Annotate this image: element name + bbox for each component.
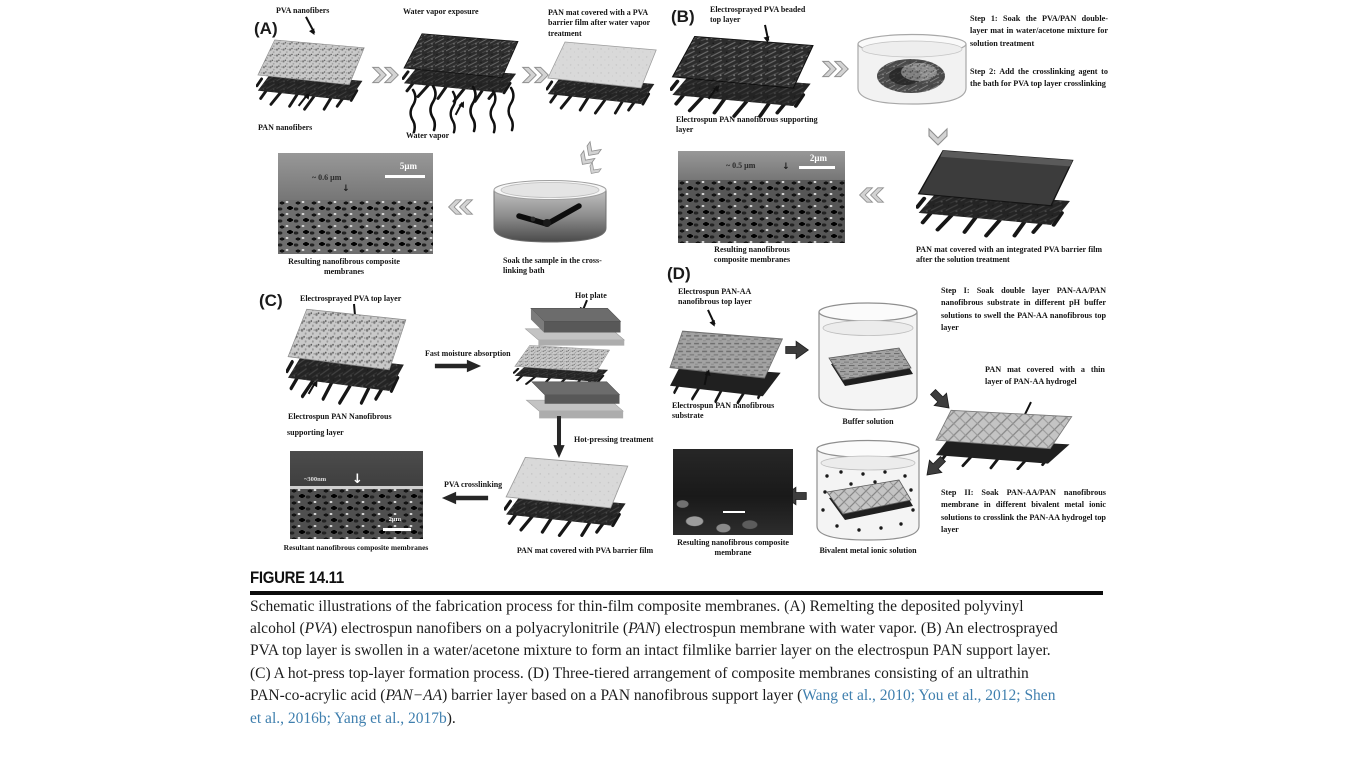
chevron-left-icon bbox=[447, 197, 474, 217]
caption-italic: PAN−AA bbox=[385, 687, 443, 705]
arrow-right-icon bbox=[434, 359, 482, 373]
nanofiber-mat-pva-top bbox=[286, 308, 407, 412]
chevron-right-icon bbox=[371, 64, 400, 86]
panel-d-step1-text: Step I: Soak double layer PAN-AA/PAN nan… bbox=[941, 286, 1106, 332]
caption-text: ) electrospun nanofibers on a polyacrylo… bbox=[331, 619, 629, 637]
panel-a-sem-caption: Resulting nanofibrous composite membrane… bbox=[288, 257, 400, 277]
leader-arrow bbox=[305, 16, 315, 34]
figure-number-label: FIGURE 14.11 bbox=[250, 568, 344, 588]
panel-c-bottom-label-1: Electrospun PAN Nanofibrous bbox=[288, 412, 392, 421]
caption-text: ) barrier layer based on a PAN nanofibro… bbox=[442, 687, 803, 705]
panel-b-step1-text: Step 1: Soak the PVA/PAN double-layer ma… bbox=[970, 14, 1108, 48]
panel-a-step-title: Water vapor exposure bbox=[403, 7, 479, 16]
sem-image-panel-a: ~ 0.6 μm ↓ 5μm bbox=[278, 153, 433, 254]
nanofiber-mat-pan-aa bbox=[670, 330, 784, 404]
sem-image-panel-b: ~ 0.5 μm ↓ 2μm bbox=[678, 151, 845, 243]
water-vapor-squiggles bbox=[409, 84, 515, 134]
panel-c-arrow2-label: Hot-pressing treatment bbox=[574, 435, 654, 444]
panel-a-tag: (A) bbox=[254, 19, 278, 38]
caption-divider-rule bbox=[250, 591, 1103, 595]
panel-c-hotplate-label: Hot plate bbox=[575, 291, 607, 300]
nanofiber-mat-pva-barrier bbox=[504, 456, 629, 543]
panel-a-pan-label: PAN nanofibers bbox=[258, 123, 313, 132]
figure-caption: Schematic illustrations of the fabricati… bbox=[250, 596, 1062, 730]
panel-b-step2-text: Step 2: Add the crosslinking agent to th… bbox=[970, 67, 1108, 89]
panel-a-pva-label: PVA nanofibers bbox=[276, 6, 330, 15]
arrow-down-icon bbox=[553, 416, 565, 458]
panel-b-tag: (B) bbox=[671, 7, 695, 26]
panel-c-mat3-caption: PAN mat covered with PVA barrier film bbox=[516, 546, 654, 555]
panel-d-top-label: Electrospun PAN-AA nanofibrous top layer bbox=[678, 287, 752, 307]
nanofiber-mat-pva-pan bbox=[256, 39, 365, 116]
panel-d-step2-text: Step II: Soak PAN-AA/PAN nanofibrous mem… bbox=[941, 488, 1106, 534]
leader-arrow bbox=[707, 309, 716, 325]
arrow-left-icon bbox=[441, 491, 489, 505]
panel-d-sem-caption: Resulting nanofibrous composite membrane bbox=[677, 538, 789, 558]
panel-b-top-label: Electrosprayed PVA beaded top layer bbox=[710, 5, 806, 25]
panel-d-hydrogel-label: PAN mat covered with a thin layer of PAN… bbox=[985, 365, 1105, 387]
panel-c-arrow3-label: PVA crosslinking bbox=[444, 480, 503, 489]
chevron-left-icon bbox=[858, 185, 885, 205]
panel-d-beaker1-caption: Buffer solution bbox=[842, 417, 894, 426]
panel-c-arrow1-label: Fast moisture absorption bbox=[425, 349, 511, 358]
crosslinking-bath bbox=[493, 180, 607, 243]
caption-text: ). bbox=[446, 709, 456, 727]
panel-c-tag: (C) bbox=[259, 291, 283, 310]
nanofiber-mat-pva-film bbox=[546, 41, 657, 120]
nanofiber-mat-water-vapor bbox=[402, 33, 519, 108]
bivalent-beaker bbox=[816, 439, 920, 541]
block-arrow-right-icon bbox=[785, 340, 809, 360]
hot-plate-top bbox=[524, 307, 626, 346]
panel-c-top-label: Electrosprayed PVA top layer bbox=[300, 294, 402, 303]
panel-b-sem-caption: Resulting nanofibrous composite membrane… bbox=[713, 245, 791, 265]
panel-a-result-title: PAN mat covered with a PVA barrier film … bbox=[548, 8, 651, 38]
chevron-down-icon bbox=[925, 127, 951, 147]
caption-text: ) electrospun membrane with water vapor.… bbox=[250, 619, 1058, 705]
sem-image-panel-d bbox=[673, 449, 793, 535]
panel-d-bottom-label: Electrospun PAN nanofibrous substrate bbox=[672, 401, 775, 421]
panel-a-water-vapor-label: Water vapor bbox=[406, 131, 450, 140]
sem-image-panel-c: ~300nm ↓ 2μm bbox=[290, 451, 423, 539]
nanofiber-mat-integrated-film bbox=[916, 150, 1074, 244]
panel-c-bottom-label-2: supporting layer bbox=[287, 428, 344, 437]
nanofiber-mat-pva-beaded bbox=[670, 36, 814, 124]
hot-plate-bottom bbox=[525, 381, 624, 419]
caption-italic: PVA bbox=[304, 619, 332, 637]
panel-b-bottom-label: Electrospun PAN nanofibrous supporting l… bbox=[676, 115, 818, 135]
panel-d-tag: (D) bbox=[667, 264, 691, 283]
caption-italic: PAN bbox=[628, 619, 656, 637]
panel-c-sem-caption: Resultant nanofibrous composite membrane… bbox=[283, 543, 429, 552]
panel-b-result-caption: PAN mat covered with an integrated PVA b… bbox=[916, 245, 1102, 265]
nanofiber-mat-pressed bbox=[513, 345, 611, 391]
panel-a-bath-caption: Soak the sample in the cross-linking bat… bbox=[503, 256, 602, 276]
chevron-right-icon bbox=[821, 58, 850, 80]
citation-links[interactable]: Wang et al., 2010; You et al., 2012; She… bbox=[250, 687, 1056, 727]
panel-d-beaker2-caption: Bivalent metal ionic solution bbox=[819, 546, 917, 555]
nanofiber-mat-hydrogel bbox=[936, 409, 1073, 470]
solution-dish bbox=[857, 33, 967, 105]
caption-text: Schematic illustrations of the fabricati… bbox=[250, 597, 1024, 637]
buffer-beaker bbox=[818, 302, 918, 411]
